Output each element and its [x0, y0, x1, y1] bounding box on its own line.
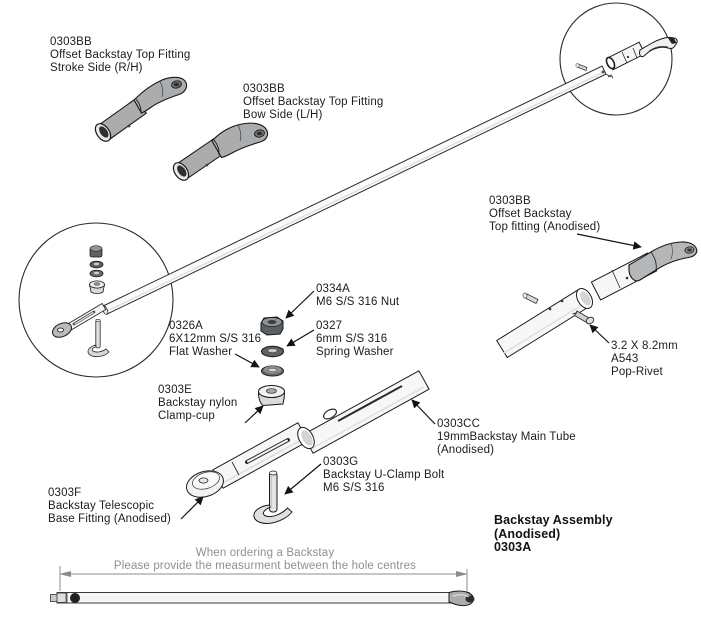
leader-base-fitting: [180, 496, 204, 520]
pop-rivet: [572, 310, 595, 325]
label-u-clamp-bolt: 0303G Backstay U-Clamp Bolt M6 S/S 316: [323, 456, 445, 494]
leader-clamp-cup: [244, 405, 264, 424]
dimension-drawing: [50, 566, 475, 607]
label-clamp-cup: 0303E Backstay nylon Clamp-cup: [158, 384, 238, 422]
label-spring-washer: 0327 6mm S/S 316 Spring Washer: [316, 320, 394, 358]
leader-nut: [285, 290, 315, 319]
label-flat-washer: 0326A 6X12mm S/S 316 Flat Washer: [169, 320, 262, 358]
label-top-fitting-anodised: 0303BB Offset Backstay Top fitting (Anod…: [489, 195, 601, 233]
spring-washer: [261, 345, 284, 358]
top-fitting-assembly: [496, 241, 698, 359]
leader-arrows: [180, 233, 642, 520]
tube-top-end-detail: [575, 36, 678, 79]
assembly-title: Backstay Assembly (Anodised) 0303A: [494, 513, 613, 554]
leader-top-fitting: [576, 233, 642, 250]
flat-washer: [261, 365, 284, 377]
leader-spring-washer: [286, 329, 315, 347]
fitting-stroke-side: [94, 76, 188, 142]
hex-nut: [260, 316, 284, 336]
label-top-fitting-stroke: 0303BB Offset Backstay Top Fitting Strok…: [50, 36, 191, 74]
magnifier-circle-top-right: [559, 2, 673, 116]
leader-flat-washer: [234, 353, 260, 368]
ordering-note: When ordering a Backstay Please provide …: [55, 547, 475, 572]
tube-end-detail: [52, 302, 107, 338]
leader-pop-rivet: [589, 324, 610, 344]
clamp-cup: [257, 385, 286, 407]
label-top-fitting-bow: 0303BB Offset Backstay Top Fitting Bow S…: [243, 83, 384, 121]
main-tube: [297, 370, 430, 454]
leader-main-tube: [411, 399, 436, 425]
anodised-fitting: [628, 241, 698, 282]
ordering-note-line2: Please provide the measurment between th…: [113, 559, 417, 572]
label-pop-rivet: 3.2 X 8.2mm A543 Pop-Rivet: [611, 340, 678, 378]
ordering-note-line1: When ordering a Backstay: [195, 547, 335, 559]
mini-hardware-stack: [87, 245, 110, 358]
magnifier-circle-bottom-left: [18, 222, 174, 378]
assembled-backstay-tube: [56, 592, 470, 604]
label-base-fitting: 0303F Backstay Telescopic Base Fitting (…: [48, 487, 171, 525]
label-nut: 0334A M6 S/S 316 Nut: [316, 283, 400, 308]
mini-u-clamp-bolt: [87, 318, 110, 358]
fitting-bow-side: [172, 122, 269, 181]
leader-u-clamp: [284, 463, 322, 495]
u-clamp-bolt: [253, 470, 293, 524]
label-main-tube: 0303CC 19mmBackstay Main Tube (Anodised): [437, 418, 576, 456]
